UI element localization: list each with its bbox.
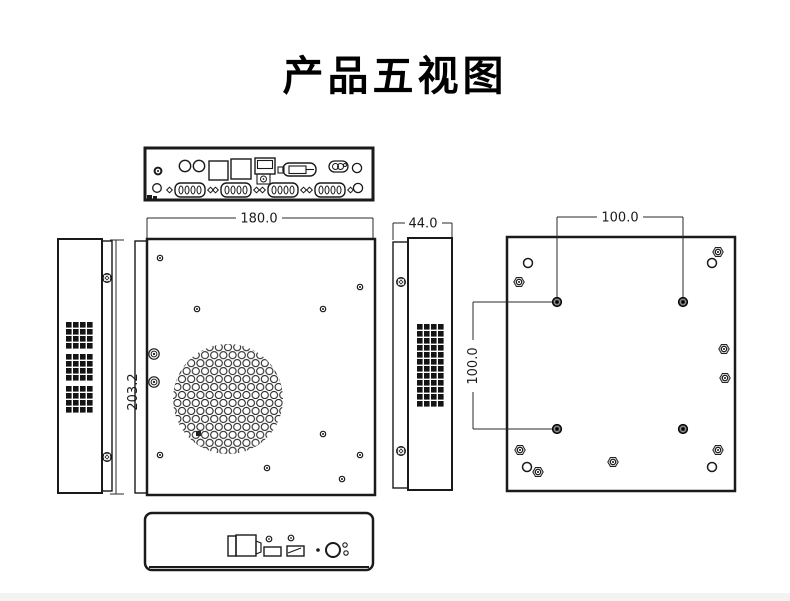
ring-screw-icon [148, 348, 160, 360]
screw-icon [319, 430, 327, 438]
mount-hole-icon [152, 183, 162, 193]
lan-port-icon [254, 157, 276, 185]
usb-port-icon [286, 534, 305, 557]
hex-standoff-icon [514, 444, 526, 456]
hex-standoff-icon [532, 466, 544, 478]
hole-icon [706, 257, 718, 269]
dim-label-100-v: 100.0 [466, 347, 481, 384]
usb-port-icon [208, 160, 229, 181]
card-slot-icon [227, 534, 262, 557]
hole-icon [706, 461, 718, 473]
screw-icon [263, 464, 271, 472]
hole-icon [521, 461, 533, 473]
vesa-hole-icon [677, 296, 689, 308]
fan-grille-icon [173, 344, 283, 454]
dim-label-44: 44.0 [409, 217, 438, 232]
vesa-hole-icon [677, 423, 689, 435]
right-side-view [392, 237, 453, 491]
vent-grille-icon [66, 386, 93, 413]
dimension-mount-width: 100.0 [556, 209, 684, 297]
com-port-icon [258, 182, 308, 198]
vesa-hole-icon [551, 423, 563, 435]
ring-screw-icon [148, 376, 160, 388]
vent-grille-icon [66, 354, 93, 381]
hex-standoff-icon [712, 444, 724, 456]
rail-screw-icon [396, 277, 406, 287]
chassis-foot [147, 195, 152, 199]
screw-icon [319, 305, 327, 313]
bottom-mounting-view [505, 235, 737, 493]
top-view [134, 237, 377, 497]
antenna-connector-icon [328, 160, 349, 173]
audio-jack-icon [178, 159, 192, 173]
hex-standoff-icon [719, 372, 731, 384]
rear-panel-view [143, 146, 375, 202]
screw-icon [193, 305, 201, 313]
left-side-view [57, 238, 113, 494]
usb-port-icon [263, 535, 282, 557]
dim-label-180: 180.0 [240, 212, 277, 227]
com-port-icon [211, 182, 261, 198]
usb-port-icon [230, 158, 252, 180]
dc-power-jack-icon [153, 166, 163, 176]
audio-jack-icon [192, 159, 206, 173]
com-port-icon [165, 182, 215, 198]
screw-icon [156, 254, 164, 262]
screw-icon [356, 283, 364, 291]
hdmi-port-icon [277, 162, 317, 177]
mount-hole-icon [352, 182, 364, 194]
hex-standoff-icon [712, 246, 724, 258]
rail-screw-icon [396, 446, 406, 456]
vent-grille-icon [66, 322, 93, 349]
vent-grille-icon [417, 324, 444, 351]
chassis-foot [153, 196, 157, 199]
dimension-top-height: 203.2 [110, 239, 141, 495]
page-title: 产品五视图 [282, 52, 508, 100]
vesa-hole-icon [551, 296, 563, 308]
dimension-top-width: 180.0 [146, 210, 374, 240]
vent-grille-icon [417, 380, 444, 407]
dimension-side-depth: 44.0 [392, 215, 453, 240]
hex-standoff-icon [607, 456, 619, 468]
front-panel-view [143, 511, 375, 572]
hex-standoff-icon [513, 276, 525, 288]
dimension-mount-height: 100.0 [466, 301, 552, 430]
hex-standoff-icon [718, 343, 730, 355]
dim-label-100-h: 100.0 [601, 211, 638, 226]
screw-icon [196, 431, 201, 436]
dim-label-203: 203.2 [126, 373, 141, 410]
mount-hole-icon [351, 162, 363, 174]
screw-icon [356, 451, 364, 459]
rail-screw-icon [102, 273, 112, 283]
rail-screw-icon [102, 452, 112, 462]
screw-icon [156, 451, 164, 459]
screw-icon [338, 475, 346, 483]
power-button-icon [316, 542, 349, 558]
vent-grille-icon [417, 352, 444, 379]
com-port-icon [305, 182, 355, 198]
page-bottom-band [0, 593, 790, 601]
hole-icon [522, 257, 534, 269]
